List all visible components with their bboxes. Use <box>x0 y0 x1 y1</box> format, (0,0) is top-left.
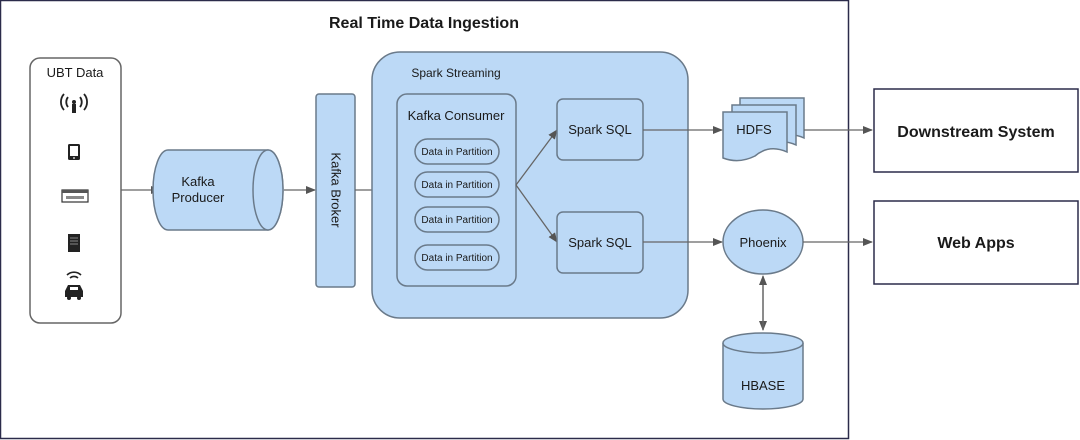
spark-sql-bottom-label: Spark SQL <box>568 235 632 250</box>
phoenix-node: Phoenix <box>722 209 804 275</box>
partition-label: Data in Partition <box>421 180 492 191</box>
spark-sql-top-node: Spark SQL <box>556 98 644 161</box>
connected-car-icon <box>65 271 83 300</box>
partition-pill: Data in Partition <box>414 206 500 233</box>
partition-label: Data in Partition <box>421 215 492 226</box>
spark-sql-top-label: Spark SQL <box>568 122 632 137</box>
spark-sql-bottom-node: Spark SQL <box>556 211 644 274</box>
tablet-icon <box>68 144 80 160</box>
downstream-system-label: Downstream System <box>897 124 1054 141</box>
partition-pill: Data in Partition <box>414 171 500 198</box>
kafka-broker-node: Kafka Broker <box>315 93 356 288</box>
server-icon <box>68 234 80 252</box>
phoenix-label: Phoenix <box>740 235 787 250</box>
kafka-consumer-label: Kafka Consumer <box>408 108 505 123</box>
partition-pill: Data in Partition <box>414 244 500 271</box>
kafka-broker-label: Kafka Broker <box>329 152 344 228</box>
producer-label-line2: Producer <box>172 190 225 205</box>
downstream-system-node: Downstream System <box>873 88 1079 173</box>
ubt-data-panel: UBT Data <box>29 57 122 324</box>
arrow-consumer-to-sql-top <box>515 129 558 186</box>
antenna-icon <box>60 93 88 113</box>
arrow-consumer-to-sql-bottom <box>515 184 558 243</box>
web-apps-node: Web Apps <box>873 200 1079 285</box>
partition-pill: Data in Partition <box>414 138 500 165</box>
diagram-title: Real Time Data Ingestion <box>329 15 519 32</box>
hdfs-node: HDFS <box>722 97 805 162</box>
hbase-label: HBASE <box>741 378 785 393</box>
web-browser-icon <box>61 189 89 203</box>
spark-streaming-label: Spark Streaming <box>411 66 500 80</box>
kafka-producer-node: Kafka Producer <box>152 149 284 231</box>
producer-label-line1: Kafka <box>181 174 215 189</box>
hdfs-label: HDFS <box>736 122 772 137</box>
ubt-data-label: UBT Data <box>47 65 105 80</box>
partition-label: Data in Partition <box>421 253 492 264</box>
web-apps-label: Web Apps <box>937 235 1014 252</box>
partition-label: Data in Partition <box>421 147 492 158</box>
hbase-node: HBASE <box>722 332 804 410</box>
kafka-consumer-node: Kafka Consumer Data in Partition Data in… <box>396 93 517 287</box>
